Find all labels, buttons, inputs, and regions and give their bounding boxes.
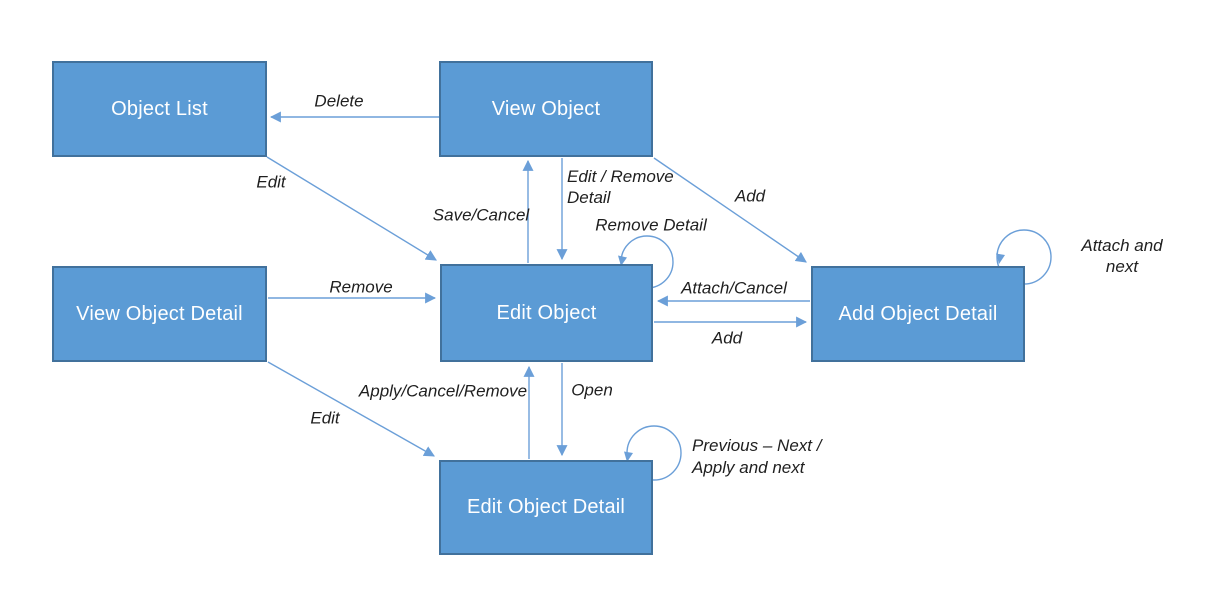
edge-label-add-view: Add [734, 186, 766, 206]
edge-label-save-cancel: Save/Cancel [432, 205, 530, 225]
edge-label-remove-detail-loop: Remove Detail [595, 215, 707, 235]
edge-label-edit-remove-detail: Edit / Remove Detail [567, 167, 674, 207]
node-edit-object: Edit Object [440, 264, 653, 362]
node-view-object-label: View Object [491, 97, 601, 120]
edge-label-previous-next: Previous – Next / Apply and next [692, 436, 822, 477]
self-loop-previous-next-arrowhead [624, 451, 633, 462]
edge-label-delete: Delete [314, 91, 364, 111]
node-edit-object-detail-label: Edit Object Detail [466, 496, 626, 518]
edge-label-apply-cancel-remove: Apply/Cancel/Remove [358, 381, 528, 401]
arrow-add-view-to-add-detail [653, 157, 807, 263]
node-add-object-detail: Add Object Detail [811, 266, 1025, 362]
node-view-object-detail-label: View Object Detail [76, 302, 243, 325]
node-add-object-detail-label: Add Object Detail [838, 302, 998, 325]
self-loop-remove-detail-arrowhead [618, 255, 627, 266]
node-edit-object-detail: Edit Object Detail [439, 460, 653, 555]
node-view-object-detail: View Object Detail [52, 266, 267, 362]
node-view-object: View Object [439, 61, 653, 157]
arrow-edit-list-to-edit-object [266, 156, 437, 261]
self-loop-attach-and-next-arrowhead [996, 253, 1005, 264]
node-object-list-label: Object List [111, 97, 208, 120]
arrow-edit-detail-to-edit-detail-box [267, 361, 435, 457]
edge-label-edit-detail: Edit [310, 408, 340, 428]
edge-label-attach-cancel: Attach/Cancel [681, 278, 787, 298]
node-object-list: Object List [52, 61, 267, 157]
edge-label-remove: Remove [329, 277, 393, 297]
node-edit-object-label: Edit Object [496, 301, 597, 324]
edge-label-add-edit: Add [711, 328, 743, 348]
edge-label-open: Open [571, 380, 613, 400]
edge-label-attach-and-next: Attach and next [1081, 236, 1163, 276]
edge-label-edit-list: Edit [256, 172, 286, 192]
